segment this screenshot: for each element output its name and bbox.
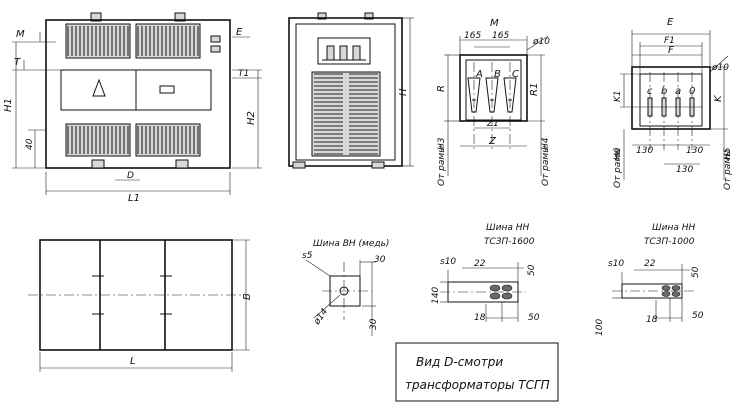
dim-H: H: [398, 88, 409, 96]
dim-T: T: [14, 57, 21, 68]
dim-18-1600: 18: [474, 313, 486, 323]
dim-H6: H6: [613, 147, 623, 160]
cooling-fins-top-left: [67, 26, 129, 56]
dim-ot-ramy-H4: От рамы: [541, 146, 551, 186]
dim-40: 40: [25, 138, 35, 150]
hv-busbar-detail: Шина ВН (медь) s5 30 ø14 30: [302, 239, 389, 336]
note-box: Вид D-смотри трансформаторы ТСГП: [395, 342, 559, 402]
dim-50-1000-bottom: 50: [692, 311, 704, 321]
cooling-fins-bottom-right: [137, 126, 199, 154]
dim-30-side: 30: [369, 318, 379, 330]
dim-K: K: [713, 94, 724, 102]
dim-140: 140: [431, 287, 441, 304]
dim-130-right: 130: [686, 146, 703, 156]
dim-F: F: [668, 45, 674, 56]
dim-H1: H1: [3, 98, 14, 112]
busbar-hv-title: Шина ВН (медь): [313, 239, 389, 249]
dim-50-1600-bottom: 50: [528, 313, 540, 323]
dim-100: 100: [595, 319, 605, 336]
dim-Z1: Z1: [486, 119, 499, 129]
dim-s10-1600: s10: [440, 257, 456, 267]
dim-s10-1000: s10: [608, 259, 624, 269]
phase-B: B: [494, 69, 501, 80]
cooling-fins-bottom-left: [67, 126, 129, 154]
cooling-fins-top-right: [137, 26, 199, 56]
dim-ot-ramy-H5: От рамы: [723, 150, 733, 190]
dim-L1: L1: [128, 193, 140, 204]
dim-R: R: [436, 85, 447, 92]
dim-165-left: 165: [464, 31, 481, 41]
hv-terminal-detail: M 165 165 ø10 A B C R R1 Z1 Z H3 От рамы…: [436, 18, 551, 186]
dim-T1: T1: [238, 69, 249, 79]
front-view: M T E T1 H1 H2 40 D L1: [3, 12, 262, 204]
busbar-lv1600-title: Шина НН: [486, 223, 530, 233]
dim-50-1600-top: 50: [527, 264, 537, 276]
side-fins-right: [349, 73, 378, 155]
phase-0: 0: [689, 86, 695, 97]
dim-18-1000: 18: [646, 315, 658, 325]
dim-ot-ramy-H6: От рамы: [613, 148, 623, 188]
dim-Z: Z: [488, 136, 497, 147]
dim-L: L: [130, 356, 136, 367]
dim-E-front: E: [236, 27, 243, 38]
dim-M-front: M: [16, 29, 25, 40]
top-view: L B: [28, 239, 253, 372]
dim-R1: R1: [529, 83, 540, 96]
dim-H2: H2: [246, 111, 257, 125]
dim-phi14: ø14: [312, 307, 331, 328]
dim-K1: K1: [613, 90, 623, 102]
phase-A: A: [475, 69, 483, 80]
dim-B: B: [242, 293, 253, 300]
dim-D: D: [127, 171, 134, 181]
side-fins-left: [314, 73, 343, 155]
dim-30-top: 30: [374, 255, 386, 265]
busbar-lv1000-title: Шина НН: [652, 223, 696, 233]
dim-H4: H4: [541, 137, 551, 150]
lv-busbar-1600-detail: Шина НН ТСЗП-1600 s10 22 50 140 18 50: [431, 223, 540, 323]
dim-H3: H3: [437, 137, 447, 150]
dim-22-1600: 22: [474, 259, 486, 269]
dim-F1: F1: [664, 36, 675, 46]
dim-phi10-hv: ø10: [532, 37, 550, 47]
dim-s5: s5: [302, 251, 313, 261]
phase-C: C: [512, 69, 519, 80]
busbar-lv1000-model: ТСЗП-1000: [644, 237, 695, 247]
dim-22-1000: 22: [644, 259, 656, 269]
phase-b: b: [661, 86, 667, 97]
dim-phi10-lv: ø10: [711, 63, 729, 73]
lv-busbar-1000-detail: Шина НН ТСЗП-1000 s10 22 50 100 18 50: [595, 223, 704, 336]
dim-H5: H5: [723, 147, 733, 160]
note-line-2: трансформаторы ТСГП: [405, 378, 550, 392]
dim-130-left: 130: [636, 146, 653, 156]
phase-c: c: [647, 86, 653, 97]
dim-E-lv: E: [667, 17, 674, 28]
note-line-1: Вид D-смотри: [416, 355, 503, 369]
phase-a: a: [675, 86, 681, 97]
lv-terminal-detail: E F1 F ø10 c b a 0 K1 K 130 130 130 H6 О…: [613, 17, 733, 190]
busbar-lv1600-model: ТСЗП-1600: [484, 237, 535, 247]
dim-165-right: 165: [492, 31, 509, 41]
dim-M-hv: M: [490, 18, 499, 29]
dim-ot-ramy-H3: От рамы: [437, 146, 447, 186]
dim-50-1000-top: 50: [691, 266, 701, 278]
dim-130-bottom: 130: [676, 165, 693, 175]
